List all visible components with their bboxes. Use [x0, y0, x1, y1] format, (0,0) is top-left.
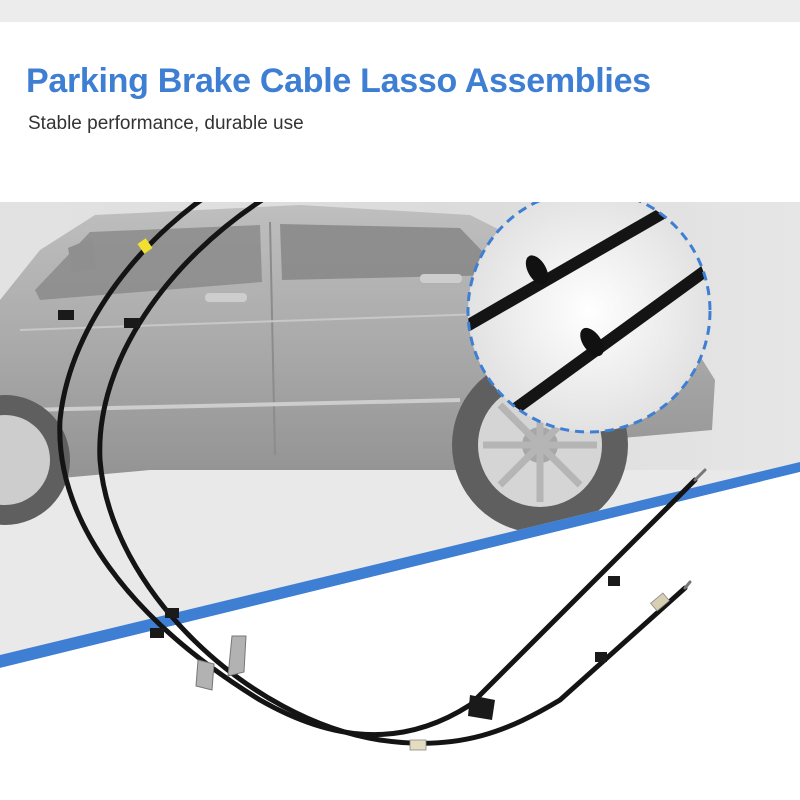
- header: [0, 22, 800, 202]
- page-title: Parking Brake Cable Lasso Assemblies: [26, 62, 651, 100]
- page-subtitle: Stable performance, durable use: [28, 113, 304, 134]
- top-strip: [0, 0, 800, 22]
- accent-stripe: [0, 462, 800, 668]
